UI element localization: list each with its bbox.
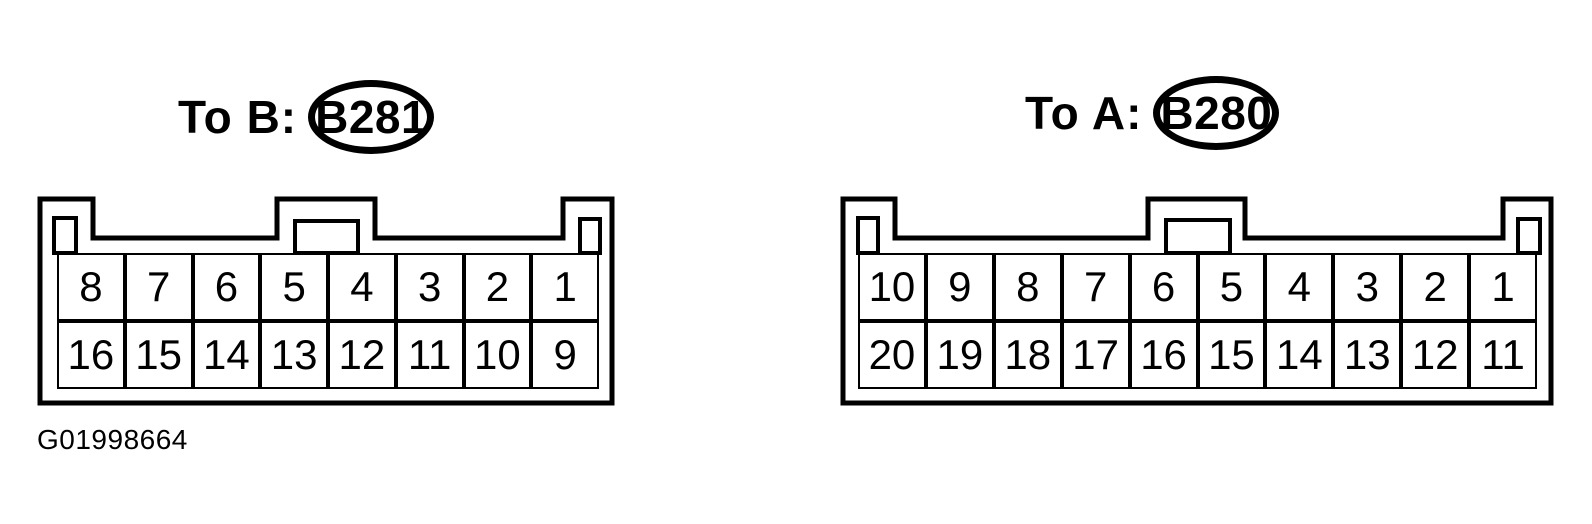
index-tab-center: [1164, 218, 1232, 255]
index-tab-right: [578, 217, 602, 255]
pin-cell-b281-2: 2: [463, 253, 532, 321]
pin-cell-b280-5: 5: [1197, 253, 1266, 321]
connector-b281-id-oval: B281: [308, 80, 435, 154]
pin-cell-b280-13: 13: [1333, 321, 1402, 389]
pin-cell-b281-5: 5: [260, 253, 328, 321]
pin-cell-b281-4: 4: [328, 253, 396, 321]
pin-cell-b281-8: 8: [57, 253, 125, 321]
pin-cell-b281-6: 6: [192, 253, 261, 321]
pin-cell-b280-19: 19: [925, 321, 994, 389]
pin-cell-b281-9: 9: [531, 321, 599, 389]
pin-cell-b281-3: 3: [395, 253, 464, 321]
pin-cell-b280-3: 3: [1333, 253, 1402, 321]
pin-cell-b280-20: 20: [858, 321, 926, 389]
figure-id: G01998664: [37, 424, 188, 455]
pin-cell-b280-2: 2: [1401, 253, 1470, 321]
pin-cell-b281-16: 16: [57, 321, 125, 389]
connector-b280-label: To A: B280: [1025, 76, 1280, 150]
pin-cell-b280-10: 10: [858, 253, 926, 321]
index-tab-center: [293, 219, 360, 255]
pin-cell-b281-15: 15: [124, 321, 193, 389]
pin-cell-b281-1: 1: [531, 253, 599, 321]
pin-cell-b281-7: 7: [124, 253, 193, 321]
pin-cell-b280-4: 4: [1265, 253, 1334, 321]
pin-cell-b281-12: 12: [328, 321, 396, 389]
index-tab-left: [856, 216, 880, 255]
pin-cell-b281-11: 11: [395, 321, 464, 389]
pin-cell-b280-14: 14: [1265, 321, 1334, 389]
pin-grid-b281: 8 7 6 5 4 3 2 1 16 15 14 13 12 11 10 9: [57, 253, 599, 389]
pin-cell-b280-9: 9: [925, 253, 994, 321]
pin-grid-b280: 10 9 8 7 6 5 4 3 2 1 20 19 18 17 16 15 1…: [858, 253, 1537, 389]
pin-cell-b280-18: 18: [993, 321, 1062, 389]
pin-cell-b280-8: 8: [993, 253, 1062, 321]
pin-cell-b281-10: 10: [463, 321, 532, 389]
pin-cell-b280-16: 16: [1129, 321, 1198, 389]
index-tab-left: [52, 216, 78, 255]
pin-cell-b280-15: 15: [1197, 321, 1266, 389]
pin-cell-b280-17: 17: [1061, 321, 1130, 389]
pin-cell-b280-6: 6: [1129, 253, 1198, 321]
connector-b280-id-oval: B280: [1153, 76, 1280, 150]
pin-cell-b280-12: 12: [1401, 321, 1470, 389]
pin-cell-b280-11: 11: [1469, 321, 1537, 389]
connector-b281-label-prefix: To B:: [178, 91, 298, 143]
connector-b280-label-prefix: To A:: [1025, 87, 1143, 139]
pin-cell-b280-7: 7: [1061, 253, 1130, 321]
index-tab-right: [1516, 217, 1542, 255]
connector-b281-label: To B: B281: [178, 80, 435, 154]
pin-cell-b281-14: 14: [192, 321, 261, 389]
pin-cell-b280-1: 1: [1469, 253, 1537, 321]
pin-cell-b281-13: 13: [260, 321, 328, 389]
